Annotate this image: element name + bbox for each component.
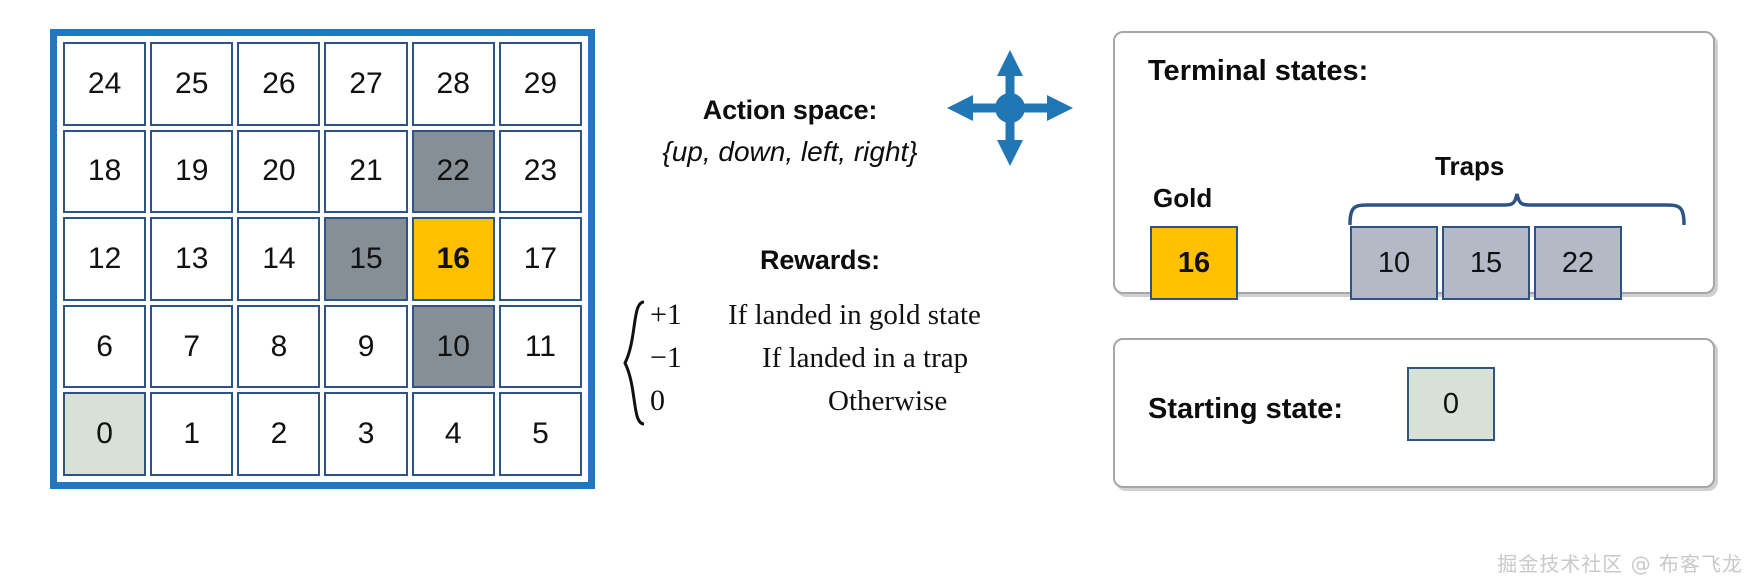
grid-cell-26[interactable]: 26 bbox=[237, 42, 321, 126]
grid-cell-3[interactable]: 3 bbox=[324, 392, 408, 476]
trap-state-box: 10 bbox=[1350, 226, 1438, 300]
action-space-set: {up, down, left, right} bbox=[662, 136, 918, 167]
starting-state-panel: Starting state: 0 bbox=[1113, 338, 1715, 488]
grid-cell-20[interactable]: 20 bbox=[237, 129, 321, 214]
watermark-text: 掘金技术社区 @ 布客飞龙 bbox=[1497, 552, 1743, 576]
action-space-block: Action space: {up, down, left, right} bbox=[620, 95, 960, 168]
reward-value: 0 bbox=[650, 384, 665, 417]
grid-cell-8[interactable]: 8 bbox=[237, 304, 321, 389]
terminal-states-panel: Terminal states: Traps Gold 16 10 15 22 bbox=[1113, 31, 1715, 300]
four-way-arrow-icon bbox=[945, 48, 1075, 168]
grid-cell-23[interactable]: 23 bbox=[498, 129, 582, 214]
reward-row: 0 Otherwise bbox=[650, 384, 1090, 427]
grid-cell-28[interactable]: 28 bbox=[411, 42, 495, 126]
rewards-equation: +1 If landed in gold state −1 If landed … bbox=[620, 298, 1090, 427]
reward-row: +1 If landed in gold state bbox=[650, 298, 1090, 341]
grid-cell-25[interactable]: 25 bbox=[150, 42, 234, 126]
grid-cell-0[interactable]: 0 bbox=[63, 392, 147, 476]
reward-row: −1 If landed in a trap bbox=[650, 341, 1090, 384]
grid-cell-16[interactable]: 16 bbox=[411, 217, 495, 301]
grid-cell-14[interactable]: 14 bbox=[237, 217, 321, 301]
grid-cell-4[interactable]: 4 bbox=[411, 392, 495, 476]
grid-cell-17[interactable]: 17 bbox=[498, 217, 582, 301]
grid-cell-9[interactable]: 9 bbox=[324, 304, 408, 389]
grid-cell-18[interactable]: 18 bbox=[63, 129, 147, 214]
grid-cell-13[interactable]: 13 bbox=[150, 217, 234, 301]
rewards-title: Rewards: bbox=[760, 245, 880, 275]
traps-label: Traps bbox=[1435, 151, 1505, 181]
reward-value: +1 bbox=[650, 298, 682, 331]
traps-brace-icon bbox=[1347, 193, 1687, 226]
grid-cell-10[interactable]: 10 bbox=[411, 304, 495, 389]
trap-state-box: 15 bbox=[1442, 226, 1530, 300]
reward-value: −1 bbox=[650, 341, 682, 374]
terminal-states-title: Terminal states: bbox=[1148, 55, 1369, 87]
action-space-title: Action space: bbox=[702, 95, 878, 125]
grid-cell-15[interactable]: 15 bbox=[324, 217, 408, 301]
gold-state-box: 16 bbox=[1150, 226, 1238, 300]
rewards-block: Rewards: +1 If landed in gold state −1 I… bbox=[620, 245, 1090, 427]
grid-cell-1[interactable]: 1 bbox=[150, 392, 234, 476]
grid-cell-29[interactable]: 29 bbox=[498, 42, 582, 126]
curly-brace-icon bbox=[620, 298, 650, 427]
gold-label: Gold bbox=[1153, 183, 1213, 213]
grid-cell-11[interactable]: 11 bbox=[498, 304, 582, 389]
reward-condition: If landed in gold state bbox=[728, 299, 981, 331]
grid-cell-7[interactable]: 7 bbox=[150, 304, 234, 389]
grid-cell-19[interactable]: 19 bbox=[150, 129, 234, 214]
reward-condition: If landed in a trap bbox=[762, 342, 969, 374]
grid-cell-6[interactable]: 6 bbox=[63, 304, 147, 389]
grid-cell-22[interactable]: 22 bbox=[411, 129, 495, 214]
starting-state-title: Starting state: bbox=[1148, 393, 1343, 425]
grid-cell-24[interactable]: 24 bbox=[63, 42, 147, 126]
grid-cell-2[interactable]: 2 bbox=[237, 392, 321, 476]
starting-state-box: 0 bbox=[1407, 367, 1495, 441]
grid-cell-5[interactable]: 5 bbox=[498, 392, 582, 476]
grid-cell-27[interactable]: 27 bbox=[324, 42, 408, 126]
middle-column: Action space: {up, down, left, right} Re… bbox=[620, 0, 1090, 587]
rewards-rows: +1 If landed in gold state −1 If landed … bbox=[650, 298, 1090, 427]
reward-condition: Otherwise bbox=[828, 385, 948, 417]
trap-state-box: 22 bbox=[1534, 226, 1622, 300]
grid-cell-21[interactable]: 21 bbox=[324, 129, 408, 214]
grid-cell-12[interactable]: 12 bbox=[63, 217, 147, 301]
